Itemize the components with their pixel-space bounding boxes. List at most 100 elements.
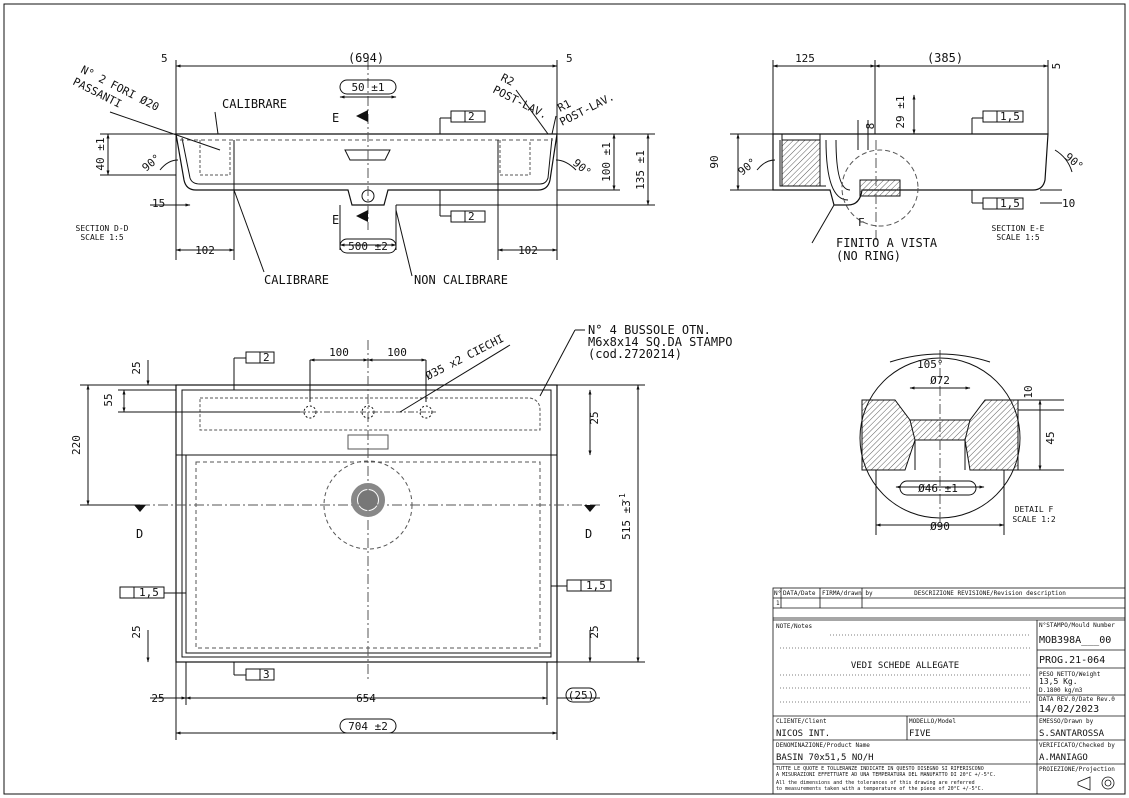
section-ee-scale: SCALE 1:5: [996, 233, 1040, 242]
section-ee-view: [730, 60, 1073, 244]
dim-inner-height: 100 ±1: [600, 142, 613, 182]
section-dd-scale: SCALE 1:5: [80, 233, 124, 242]
dim-plan-left-25-top: 25: [130, 361, 143, 374]
bussole-label-1: N° 4 BUSSOLE OTN.: [588, 323, 711, 337]
checked-label: VERIFICATO/Checked by: [1039, 742, 1115, 749]
dim-ee-10: 10: [1062, 197, 1075, 210]
dim-plan-515: 515 ±3: [620, 500, 633, 540]
flat-tol-top-dd: 2: [468, 110, 475, 123]
section-e-top: E: [332, 111, 339, 125]
notes-text: VEDI SCHEDE ALLEGATE: [851, 661, 959, 671]
plan-view: [80, 329, 645, 740]
dim-left-offset: 15: [152, 197, 165, 210]
flat-bottom-ee: 1,5: [1000, 197, 1020, 210]
angle-left-ee: 90°: [736, 156, 760, 179]
rev-date-value: 14/02/2023: [1039, 704, 1099, 715]
dim-ee-8: 8: [864, 123, 877, 130]
dim-plan-100-b: 100: [387, 346, 407, 359]
detail-dia-72: Ø72: [930, 374, 950, 387]
model-label: MODELLO/Model: [909, 718, 956, 725]
rev-sign-header: FIRMA/drawn by: [822, 590, 873, 597]
dim-plan-bottom-25: 25: [151, 692, 164, 705]
dim-plan-515-sub: -1: [618, 493, 627, 503]
density-value: D.1800 kg/m3: [1039, 687, 1083, 694]
sheet-border: [3, 3, 1126, 795]
client-value: NICOS INT.: [776, 729, 830, 739]
r1-label-1: R1: [555, 97, 573, 115]
product-value: BASIN 70x51,5 NO/H: [776, 753, 874, 763]
dim-rim-height: 40 ±1: [94, 137, 107, 170]
flat-top-ee: 1,5: [1000, 110, 1020, 123]
dim-plan-bottom-25-right: (25): [568, 689, 595, 702]
dim-ee-29: 29 ±1: [894, 95, 907, 128]
flat-plan-right: 1,5: [586, 579, 606, 592]
detail-dim-45: 45: [1044, 431, 1057, 444]
calibrare-bottom-label: CALIBRARE: [264, 273, 329, 287]
detail-f-view: [859, 350, 1064, 535]
weight-value: 13,5 Kg.: [1039, 677, 1078, 686]
title-block: [772, 587, 1126, 795]
flat-plan-top: 2: [263, 351, 270, 364]
notes-label: NOTE/Notes: [776, 623, 813, 630]
flat-plan-left: 1,5: [139, 586, 159, 599]
mould-value: MOB398A___00: [1039, 635, 1111, 646]
product-label: DENOMINAZIONE/Product Name: [776, 742, 870, 749]
holes-blind-label: Ø35 x2 CIECHI: [423, 332, 506, 383]
detail-f-title: DETAIL F: [1015, 505, 1054, 514]
calibrare-top-label: CALIBRARE: [222, 97, 287, 111]
detail-dia-90: Ø90: [930, 520, 950, 533]
dim-plan-right-25-bottom: 25: [588, 625, 601, 638]
section-e-bottom: E: [332, 213, 339, 227]
finito-label-1: FINITO A VISTA: [836, 236, 938, 250]
rev-num-header: N°: [774, 590, 781, 597]
rev-row-num: 1: [776, 600, 780, 607]
detail-f-scale: SCALE 1:2: [1012, 515, 1056, 524]
dim-plan-654: 654: [356, 692, 376, 705]
detail-dim-10: 10: [1022, 385, 1035, 398]
dim-center-500: 500 ±2: [348, 240, 388, 253]
section-ee-title: SECTION E-E: [992, 224, 1045, 233]
angle-right-dd: 90°: [570, 156, 594, 179]
detail-f-marker: F: [858, 216, 865, 229]
tolerance-it-1: TUTTE LE QUOTE E TOLLERANZE INDICATE IN …: [776, 766, 984, 772]
tolerance-en-2: to measurements taken with a temperature…: [776, 786, 984, 792]
detail-angle: 105°: [917, 358, 944, 371]
dim-ee-125: 125: [795, 52, 815, 65]
r2-label-1: R2: [499, 71, 517, 89]
dim-left-102: 102: [195, 244, 215, 257]
projection-label: PROIEZIONE/Projection: [1039, 766, 1115, 773]
rev-desc-header: DESCRIZIONE REVISIONE/Revision descripti…: [914, 590, 1066, 597]
finito-label-2: (NO RING): [836, 249, 901, 263]
dim-plan-220: 220: [70, 435, 83, 455]
dim-hole-spacing: 50 ±1: [351, 81, 384, 94]
non-calibrare-label: NON CALIBRARE: [414, 273, 508, 287]
section-dd-title: SECTION D-D: [76, 224, 129, 233]
dim-plan-left-25-bottom: 25: [130, 625, 143, 638]
client-label: CLIENTE/Client: [776, 718, 827, 725]
flat-plan-bottom: 3: [263, 668, 270, 681]
bussole-label-2: M6x8x14 SQ.DA STAMPO: [588, 335, 733, 349]
rev-date-header: DATA/Date: [783, 590, 816, 597]
section-dd-view: [100, 60, 655, 277]
bussole-label-3: (cod.2720214): [588, 347, 682, 361]
dim-plan-100-a: 100: [329, 346, 349, 359]
mould-label: N°STAMPO/Mould Number: [1039, 622, 1115, 629]
dim-plan-55: 55: [102, 393, 115, 406]
prog-value: PROG.21-064: [1039, 655, 1105, 666]
section-d-right: D: [585, 527, 592, 541]
r2-label-2: POST-LAV.: [491, 83, 550, 122]
dim-plan-704: 704 ±2: [348, 720, 388, 733]
dim-plan-right-25-top: 25: [588, 411, 601, 424]
section-d-left: D: [136, 527, 143, 541]
checked-value: A.MANIAGO: [1039, 753, 1088, 763]
angle-left-dd: 90°: [140, 152, 164, 175]
dim-ee-height: 90: [708, 155, 721, 168]
detail-dia-46: Ø46 ±1: [918, 482, 958, 495]
tolerance-it-2: A MISURAZIONI EFFETTUATE AD UNA TEMPERAT…: [776, 772, 996, 778]
dim-total-height: 135 ±1: [634, 150, 647, 190]
dim-ee-right-5: 5: [1050, 63, 1063, 70]
tolerance-en-1: All the dimensions and the tolerances of…: [776, 780, 975, 786]
drawn-label: EMESSO/Drawn by: [1039, 718, 1094, 725]
